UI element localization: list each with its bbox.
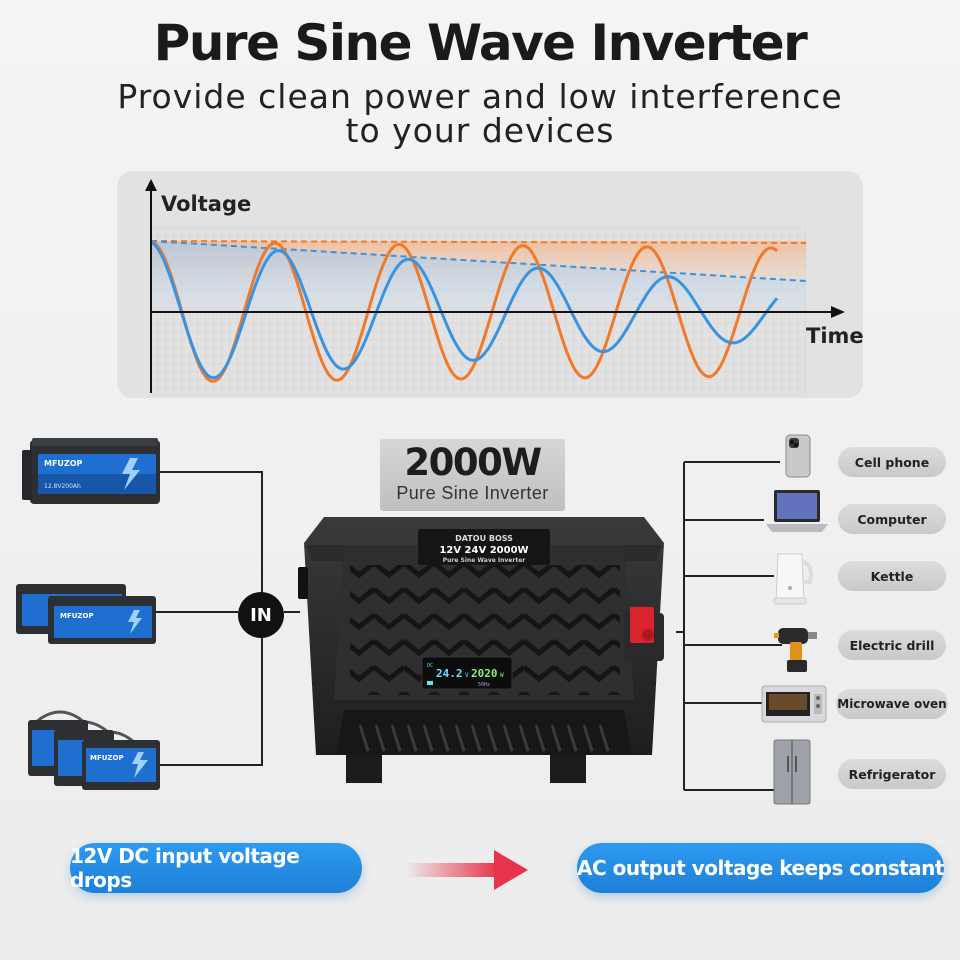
output-voltage-banner: AC output voltage keeps constant	[577, 843, 944, 893]
display-watt-unit: W	[500, 672, 504, 679]
x-axis-arrow	[831, 306, 845, 318]
battery-spec-text: 12.8V200Ah	[44, 483, 81, 490]
appliance-label-computer: Computer	[838, 504, 946, 534]
inverter-spec: 12V 24V 2000W	[439, 545, 528, 556]
fridge-icon	[773, 739, 811, 805]
subtitle-line-1: Provide clean power and low interference	[117, 77, 843, 116]
orange-wave-series	[150, 240, 778, 383]
display-watts: 2020	[471, 667, 498, 680]
appliance-label-kettle: Kettle	[838, 561, 946, 591]
battery-brand-text-2: MFUZOP	[60, 612, 94, 620]
appliance-label-refrigerator: Refrigerator	[838, 759, 946, 789]
battery-brand-text-3: MFUZOP	[90, 754, 124, 762]
power-value: 2000W	[404, 441, 542, 484]
x-axis-label: Time	[806, 324, 864, 348]
laptop-icon	[766, 490, 828, 532]
power-badge: 2000W Pure Sine Inverter	[380, 439, 565, 511]
kettle-icon	[773, 553, 813, 605]
waveform-chart	[145, 179, 845, 396]
y-axis-arrow	[145, 179, 157, 191]
input-voltage-banner: 12V DC input voltage drops	[70, 843, 362, 893]
display-dc-label: DC	[427, 663, 433, 669]
display-voltage: 24.2	[436, 667, 463, 680]
phone-icon	[785, 434, 811, 478]
red-arrow-icon	[406, 850, 528, 890]
battery-brand-text: MFUZOP	[44, 459, 83, 468]
subtitle-line-2: to your devices	[345, 111, 615, 150]
appliance-label-cell-phone: Cell phone	[838, 447, 946, 477]
battery-icon-pair: MFUZOP	[16, 584, 156, 644]
orange-dashed-envelope	[150, 240, 807, 244]
inverter-device: DATOU BOSS 12V 24V 2000W Pure Sine Wave …	[298, 517, 664, 783]
page-title: Pure Sine Wave Inverter	[153, 14, 808, 72]
display-volt-unit: V	[465, 672, 469, 679]
battery-icon-triple: MFUZOP	[28, 710, 160, 790]
drill-icon	[774, 628, 817, 672]
input-node: IN	[238, 592, 284, 638]
blue-area	[151, 241, 806, 311]
microwave-icon	[761, 685, 827, 723]
appliance-label-electric-drill: Electric drill	[838, 630, 946, 660]
display-frequency: 50Hz	[478, 682, 490, 688]
blue-wave-series	[150, 241, 779, 380]
power-label: Pure Sine Inverter	[396, 483, 549, 503]
battery-icon-single: MFUZOP 12.8V200Ah	[22, 438, 160, 504]
appliance-label-microwave-oven: Microwave oven	[836, 689, 948, 719]
inverter-spec-sub: Pure Sine Wave Inverter	[443, 557, 525, 564]
y-axis-label: Voltage	[161, 192, 252, 216]
inverter-brand: DATOU BOSS	[455, 534, 513, 543]
